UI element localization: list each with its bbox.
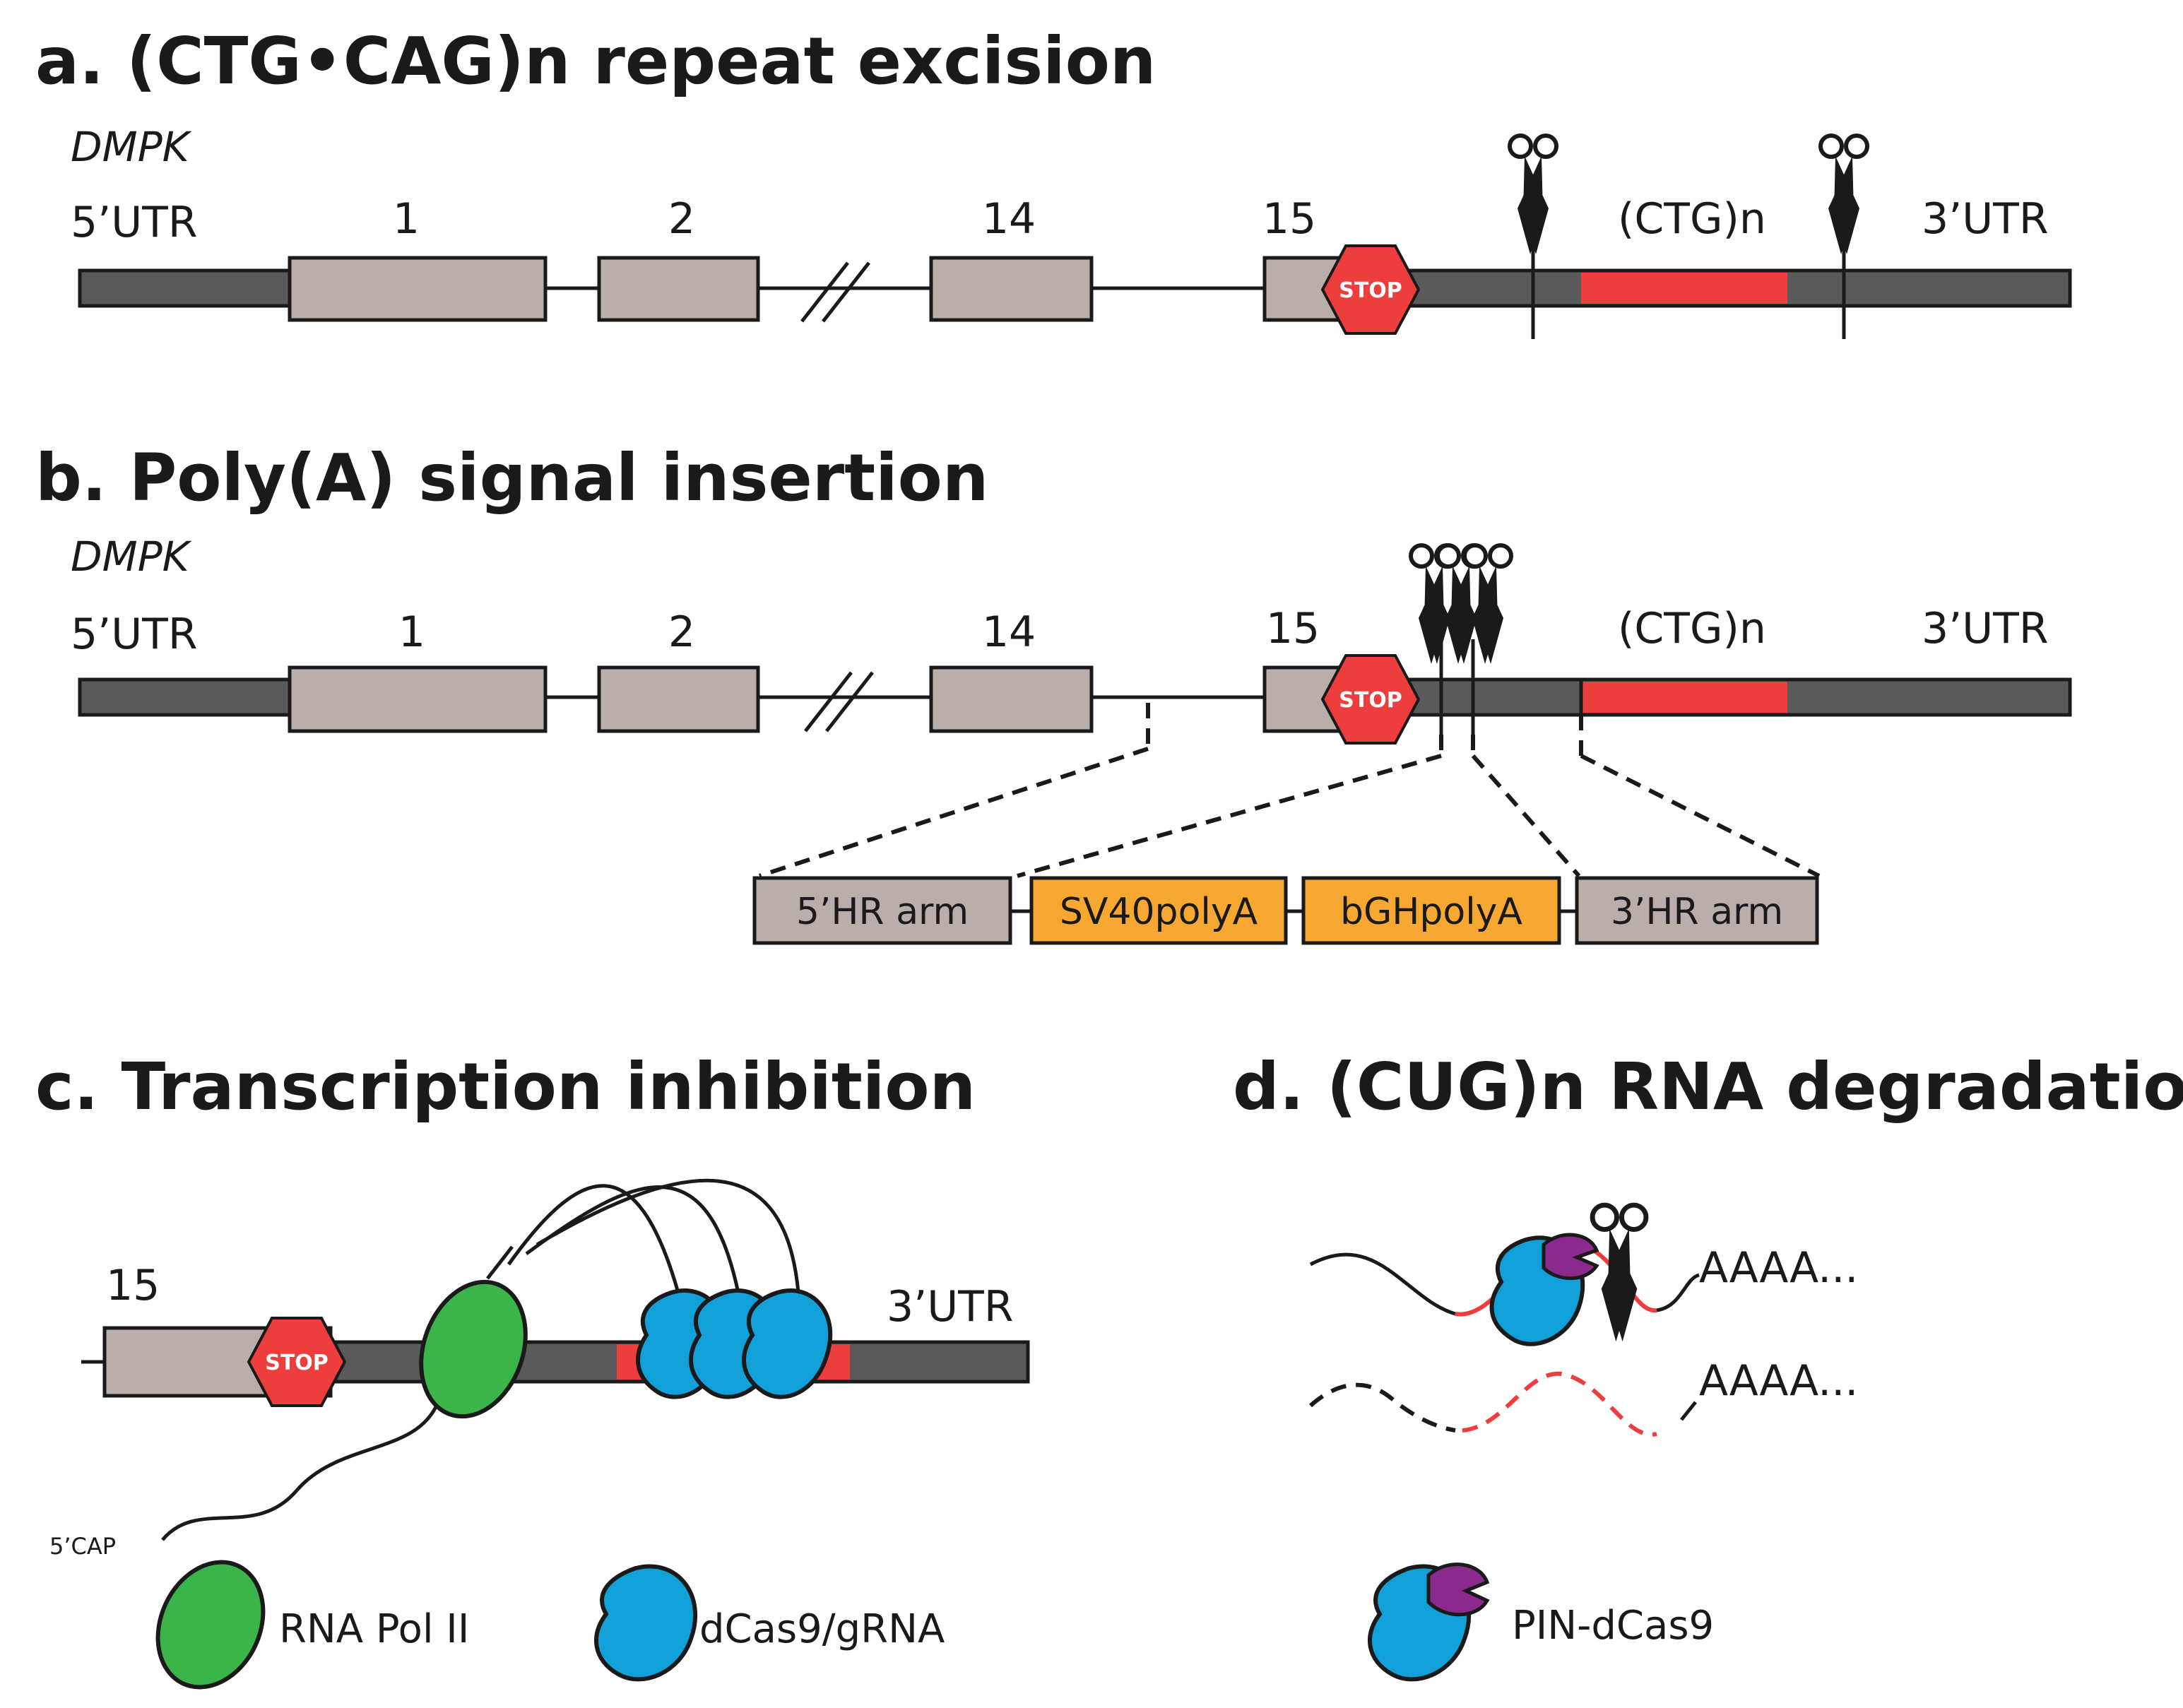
panel-c-cap-label: 5’CAP — [49, 1533, 116, 1560]
panel-b-exon-15-label: 15 — [1266, 604, 1320, 653]
cassette-bghpolya — [1301, 876, 1561, 945]
pin-domain — [1542, 1233, 1599, 1281]
panel-b-gene-label: DMPK — [71, 533, 192, 581]
panel-d-title: d. (CUG)n RNA degradation — [1233, 1049, 2183, 1125]
panel-a-exon-14-label: 14 — [982, 194, 1036, 244]
cassette-3hr-arm — [1575, 876, 1819, 945]
panel-b-exon-2-label: 2 — [668, 607, 695, 657]
panel-b-exon-2 — [597, 665, 760, 733]
panel-a-gene-label: DMPK — [71, 123, 192, 171]
degraded-rna — [1309, 1371, 1697, 1437]
panel-b-exon-1-label: 1 — [398, 607, 425, 657]
panel-d: d. (CUG)n RNA degradation AAAA... AAAA..… — [1233, 1049, 2183, 1682]
panel-c-gene-map — [81, 1326, 1030, 1398]
panel-d-polya-2: AAAA... — [1699, 1356, 1858, 1406]
panel-a-exon-14 — [929, 256, 1094, 322]
panel-b-repeat-label: (CTG)n — [1618, 604, 1766, 653]
panel-b-gene-map — [78, 639, 2072, 735]
panel-d-polya-1: AAAA... — [1699, 1243, 1858, 1293]
panel-b-insertion-guides — [759, 703, 1821, 878]
panel-b-exon-14-label: 14 — [982, 607, 1036, 657]
break-mark — [800, 261, 849, 323]
panel-a-exon-2-label: 2 — [668, 194, 695, 244]
panel-b-utr3-label: 3’UTR — [1922, 604, 2049, 653]
panel-c-utr3-label: 3’UTR — [887, 1282, 1014, 1332]
panel-a-utr5-bar — [78, 268, 294, 308]
cassette-sv40polya — [1029, 876, 1288, 945]
panel-a-utr3-label: 3’UTR — [1922, 194, 2049, 244]
scissors-icon — [1592, 1205, 1646, 1341]
legend-dcas9-label: dCas9/gRNA — [699, 1606, 945, 1652]
panel-c-title: c. Transcription inhibition — [35, 1049, 976, 1125]
panel-a-exon-1 — [288, 256, 548, 322]
cassette-5hr-arm — [752, 876, 1012, 945]
panel-a-exon-15-label: 15 — [1262, 194, 1316, 244]
panel-c-stop-label: STOP — [265, 1351, 329, 1375]
rna-pol-ii — [419, 1279, 528, 1419]
panel-b-exon-1 — [288, 665, 548, 733]
scissors-icon — [1821, 136, 1867, 254]
panel-a-exon-2 — [597, 256, 760, 322]
panel-b-exon-14 — [929, 665, 1094, 733]
panel-b-repeat-region — [1581, 682, 1787, 713]
inhibition-arcs — [486, 1178, 800, 1293]
panel-b-title: b. Poly(A) signal insertion — [35, 440, 988, 516]
panel-a: a. (CTG•CAG)n repeat excision DMPK 5’UTR… — [35, 23, 2072, 339]
panel-c: c. Transcription inhibition 15 3’UTR STO… — [35, 1049, 1030, 1690]
panel-b-utr5-label: 5’UTR — [71, 610, 198, 659]
legend-dcas9-icon — [594, 1564, 698, 1682]
legend-pin-domain-icon — [1426, 1562, 1490, 1617]
panel-b-cassette — [752, 876, 1819, 945]
nascent-rna — [161, 1401, 440, 1541]
cassette-sv40polya-label: SV40polyA — [1060, 891, 1258, 933]
legend-rna-pol-ii-icon — [155, 1560, 266, 1690]
scissors-icon — [1510, 136, 1556, 254]
cassette-bghpolya-label: bGHpolyA — [1340, 891, 1522, 933]
panel-a-repeat-region — [1581, 273, 1787, 304]
panel-b: b. Poly(A) signal insertion DMPK 5’UTR 3… — [35, 440, 2072, 945]
panel-a-exon-1-label: 1 — [393, 194, 420, 244]
panel-a-gene-map — [78, 233, 2072, 339]
panel-b-stop-label: STOP — [1339, 688, 1402, 713]
cassette-5hr-arm-label: 5’HR arm — [796, 891, 969, 933]
panel-a-utr5-label: 5’UTR — [71, 198, 198, 247]
legend-pin-dcas9-label: PIN-dCas9 — [1512, 1603, 1714, 1649]
panel-a-repeat-label: (CTG)n — [1618, 194, 1766, 244]
dcas9-cluster — [636, 1288, 833, 1399]
legend-rna-pol-ii-label: RNA Pol II — [279, 1606, 469, 1652]
panel-a-title: a. (CTG•CAG)n repeat excision — [35, 23, 1156, 99]
cassette-3hr-arm-label: 3’HR arm — [1611, 891, 1783, 933]
panel-c-exon-15-label: 15 — [106, 1261, 160, 1310]
panel-a-stop-label: STOP — [1339, 278, 1402, 303]
